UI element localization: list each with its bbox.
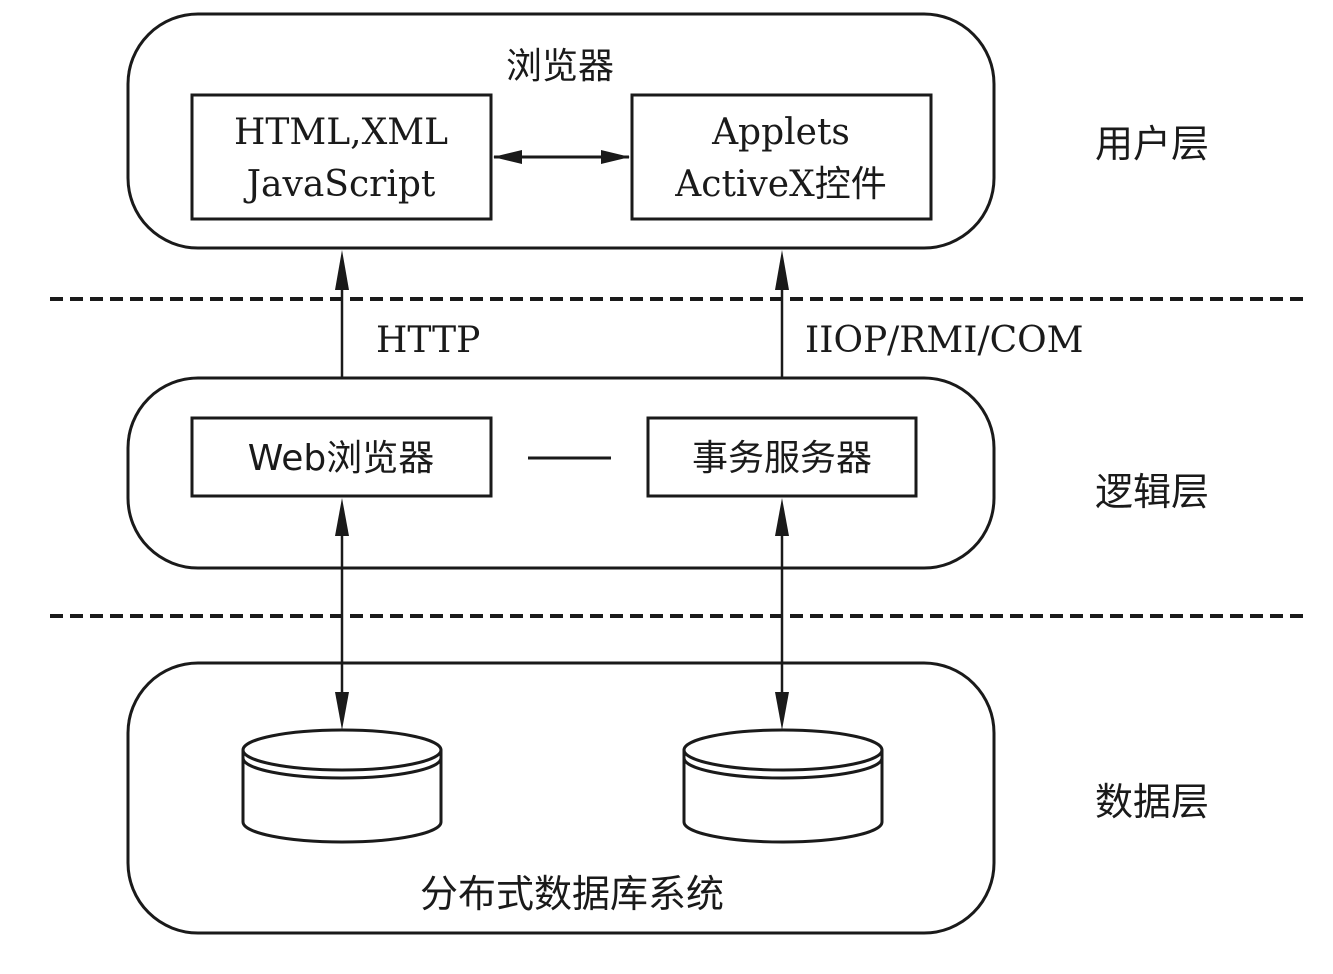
server-db-arrow-down-icon <box>775 692 789 730</box>
arrow-left-icon <box>493 150 522 164</box>
applets-activex-box <box>630 93 933 221</box>
transaction-server-box <box>646 416 918 498</box>
iiop-arrow-icon <box>775 250 789 290</box>
layer-label-user: 用户层 <box>1095 122 1209 166</box>
protocol-iiop-label: IIOP/RMI/COM <box>805 320 1084 361</box>
javascript-label: JavaScript <box>243 164 436 205</box>
logic-container <box>126 376 996 570</box>
activex-label: ActiveX控件 <box>674 164 886 205</box>
database-icon <box>241 728 443 844</box>
web-browser-label: Web浏览器 <box>248 438 435 479</box>
database-icon <box>682 728 884 844</box>
http-arrow-icon <box>335 250 349 290</box>
data-container <box>126 661 996 935</box>
applets-label: Applets <box>711 112 850 153</box>
browser-container <box>126 12 996 250</box>
web-db-arrow-down-icon <box>335 692 349 730</box>
server-db-arrow-up-icon <box>775 498 789 536</box>
layer-label-data: 数据层 <box>1095 780 1209 824</box>
transaction-server-label: 事务服务器 <box>692 438 872 479</box>
web-db-arrow-up-icon <box>335 498 349 536</box>
distributed-db-caption: 分布式数据库系统 <box>420 872 724 916</box>
arrow-right-icon <box>601 150 630 164</box>
layer-label-logic: 逻辑层 <box>1095 470 1209 514</box>
protocol-http-label: HTTP <box>376 320 480 361</box>
html-xml-label: HTML,XML <box>234 112 448 153</box>
browser-title: 浏览器 <box>506 46 614 87</box>
web-browser-box <box>190 416 493 498</box>
html-js-box <box>190 93 493 221</box>
